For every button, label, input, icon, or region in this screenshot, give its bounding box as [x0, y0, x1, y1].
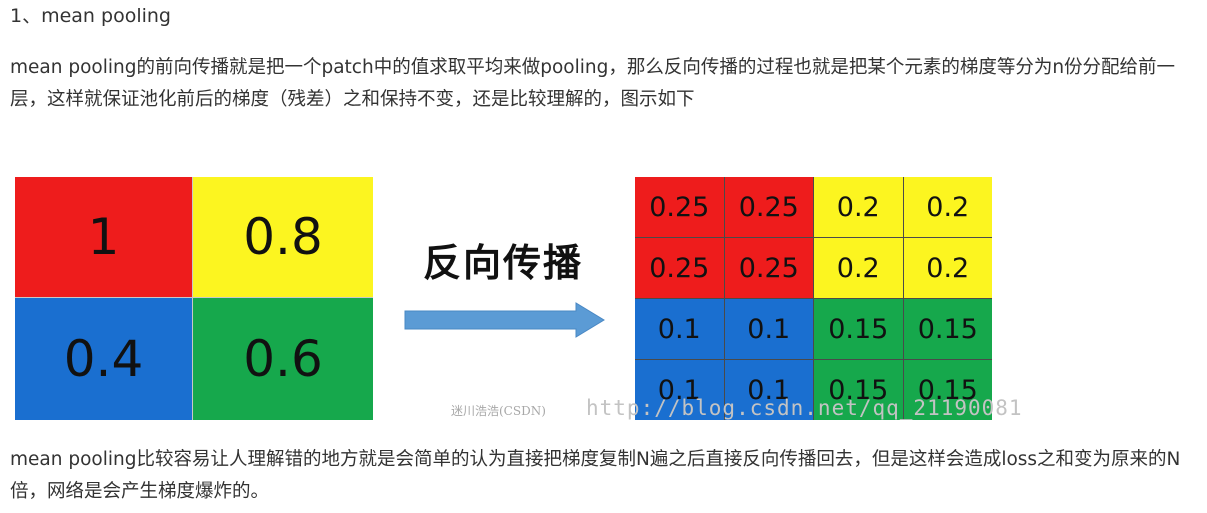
pooled-cell: 1 — [15, 177, 192, 297]
gradient-cell: 0.15 — [903, 299, 992, 359]
watermark-author: 迷川浩浩(CSDN) — [451, 404, 546, 418]
pooled-cell: 0.6 — [193, 298, 373, 420]
gradient-cell: 0.2 — [814, 238, 903, 298]
pooled-cell: 0.8 — [193, 177, 373, 297]
gradient-cell: 0.15 — [903, 360, 992, 420]
gradient-cell: 0.25 — [635, 177, 724, 237]
gradient-cell: 0.15 — [814, 299, 903, 359]
gradient-cell: 0.25 — [635, 238, 724, 298]
watermark-url: http://blog.csdn.net/qq_21190081 — [586, 396, 1023, 420]
explanation-paragraph: mean pooling比较容易让人理解错的地方就是会简单的认为直接把梯度复制N… — [10, 449, 1181, 502]
backprop-label: 反向传播 — [423, 241, 584, 285]
gradient-cell: 0.1 — [724, 299, 813, 359]
gradient-cell: 0.2 — [903, 177, 992, 237]
intro-paragraph: mean pooling的前向传播就是把一个patch中的值求取平均来做pool… — [10, 57, 1176, 110]
gradient-cell: 0.25 — [724, 177, 813, 237]
gradient-cell: 0.1 — [635, 360, 724, 420]
right-arrow-icon — [404, 302, 605, 338]
gradient-cell: 0.1 — [635, 299, 724, 359]
gradient-cell: 0.2 — [903, 238, 992, 298]
pooled-cell: 0.4 — [15, 298, 192, 420]
gradient-cell: 0.15 — [814, 360, 903, 420]
gradient-cell: 0.1 — [724, 360, 813, 420]
article-heading: 1、mean pooling — [10, 5, 171, 27]
gradient-cell: 0.2 — [814, 177, 903, 237]
gradient-cell: 0.25 — [724, 238, 813, 298]
